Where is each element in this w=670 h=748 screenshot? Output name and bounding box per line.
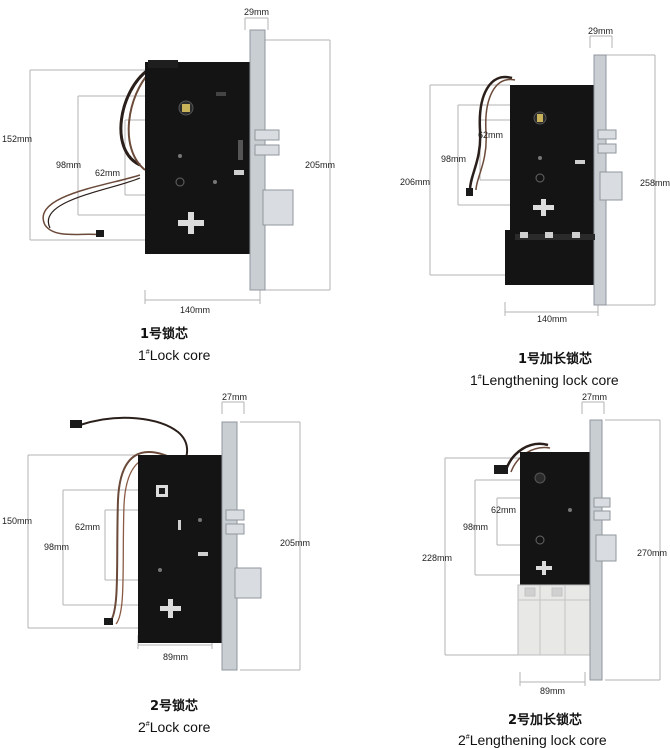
- lock4-caption-sup: #: [466, 734, 470, 741]
- lock2-dim-inner-a: 98mm: [441, 154, 466, 164]
- lock2-body-details: [515, 111, 595, 240]
- lock4-group: 27mm 270mm 228mm 98mm 62mm 89mm 2号加长锁芯 2…: [422, 392, 667, 748]
- lock4-body: [520, 452, 590, 590]
- lock3-caption-num: 2: [138, 719, 146, 735]
- lock3-dim-inner-b: 62mm: [75, 522, 100, 532]
- lock2-group: 29mm 258mm 206mm 98mm 62mm 140mm 1号加长锁芯 …: [400, 26, 670, 388]
- lock4-body-details: [534, 472, 572, 575]
- lock2-caption-text: Lengthening lock core: [482, 372, 619, 388]
- lock1-dimension-lines: [29, 17, 331, 304]
- lock1-group: 29mm 205mm 152mm 98mm 62mm 140mm 1号锁芯 1#…: [2, 7, 335, 363]
- lock2-wire-harness: [466, 75, 516, 196]
- lock1-dim-inner-a: 98mm: [56, 160, 81, 170]
- lock4-caption-en: 2#Lengthening lock core: [458, 732, 607, 748]
- lock4-caption-text: Lengthening lock core: [470, 732, 607, 748]
- lock2-caption-sup: #: [478, 374, 482, 381]
- lock2-latch-bolt: [597, 129, 623, 201]
- lock1-latch-bolt: [254, 129, 294, 226]
- lock4-caption-cn: 2号加长锁芯: [508, 712, 582, 728]
- lock4-dim-faceplate-width: 27mm: [582, 392, 607, 402]
- lock2-dim-left-height: 206mm: [400, 177, 430, 187]
- lock3-caption-sup: #: [146, 721, 150, 728]
- lock3-body: [138, 455, 223, 643]
- lock4-dim-inner-a: 98mm: [463, 522, 488, 532]
- lock3-faceplate: [221, 421, 238, 671]
- lock1-caption-num: 1: [138, 347, 146, 363]
- lock3-caption-text: Lock core: [150, 719, 211, 735]
- lock2-dim-inner-b: 62mm: [478, 130, 503, 140]
- lock3-dim-total-height: 205mm: [280, 538, 310, 548]
- lock1-faceplate: [249, 29, 266, 291]
- lock1-wire-harness: [42, 68, 151, 237]
- lock2-dim-faceplate-width: 29mm: [588, 26, 613, 36]
- lock1-caption-en: 1#Lock core: [138, 347, 211, 363]
- lock3-dim-inner-a: 98mm: [44, 542, 69, 552]
- lock4-dim-left-height: 228mm: [422, 553, 452, 563]
- lock1-caption-cn: 1号锁芯: [140, 326, 188, 342]
- lock1-body-top-tab: [148, 60, 178, 68]
- lock4-dim-backset: 89mm: [540, 686, 565, 696]
- lock3-latch-bolt: [225, 509, 262, 599]
- lock1-dim-backset: 140mm: [180, 305, 210, 315]
- lock4-plastic-details: [518, 585, 590, 655]
- lock4-dimension-lines: [444, 401, 661, 686]
- lock3-dim-left-height: 150mm: [2, 516, 32, 526]
- lock2-dim-total-height: 258mm: [640, 178, 670, 188]
- lock1-dim-faceplate-width: 29mm: [244, 7, 269, 17]
- lock4-dim-inner-b: 62mm: [491, 505, 516, 515]
- lock1-dim-inner-b: 62mm: [95, 168, 120, 178]
- lock2-caption-num: 1: [470, 372, 478, 388]
- lock3-group: 27mm 205mm 150mm 98mm 62mm 89mm 2号锁芯 2#L…: [2, 392, 310, 735]
- lock4-latch-bolt: [593, 497, 617, 562]
- lock3-dim-backset: 89mm: [163, 652, 188, 662]
- lock1-caption-text: Lock core: [150, 347, 211, 363]
- lock3-body-details: [156, 485, 208, 618]
- lock1-caption-sup: #: [146, 349, 150, 356]
- lock2-caption-cn: 1号加长锁芯: [518, 351, 592, 367]
- lock4-dim-total-height: 270mm: [637, 548, 667, 558]
- lock4-caption-num: 2: [458, 732, 466, 748]
- lock2-caption-en: 1#Lengthening lock core: [470, 372, 619, 388]
- lock3-caption-cn: 2号锁芯: [150, 698, 198, 714]
- lock3-caption-en: 2#Lock core: [138, 719, 211, 735]
- lock4-plastic-extension: [517, 584, 591, 656]
- lock2-dim-backset: 140mm: [537, 314, 567, 324]
- lock1-dim-total-height: 205mm: [305, 160, 335, 170]
- lock3-dim-faceplate-width: 27mm: [222, 392, 247, 402]
- lock1-dim-left-height: 152mm: [2, 134, 32, 144]
- lock1-body-details: [175, 92, 244, 234]
